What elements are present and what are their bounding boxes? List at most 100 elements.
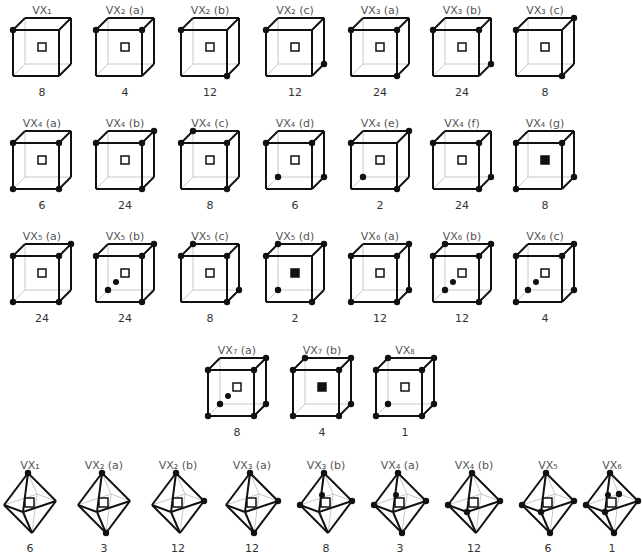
vertex-dot [201, 498, 207, 504]
cube-edge [181, 255, 227, 257]
cube-edge [338, 370, 340, 416]
vertex-dot [431, 355, 437, 361]
hidden-edge [278, 64, 324, 65]
configuration-name: VX₅ (a) [23, 230, 61, 243]
multiplicity-number: 24 [118, 199, 132, 212]
hidden-edge [181, 290, 193, 302]
cube-edge [396, 143, 398, 189]
vertex-dot [394, 253, 400, 259]
octahedron-edge [300, 505, 328, 533]
cube-edge [95, 143, 97, 189]
interior-dot [113, 279, 119, 285]
cube-edge [59, 64, 71, 76]
center-marker [38, 156, 46, 164]
multiplicity-number: 3 [101, 542, 108, 555]
vertex-dot [251, 367, 257, 373]
hidden-edge [193, 131, 194, 177]
cube-edge [278, 130, 324, 132]
vertex-dot [224, 299, 230, 305]
cube-edge [516, 255, 562, 257]
cube-edge [388, 357, 434, 359]
octahedron-edge [605, 512, 614, 533]
multiplicity-number: 8 [323, 542, 330, 555]
cube-edge [265, 143, 267, 189]
cube-edge [311, 30, 313, 76]
cube-edge [516, 142, 562, 144]
cube-edge [153, 244, 155, 290]
hidden-edge [220, 404, 266, 405]
hidden-edge [108, 131, 109, 177]
hidden-edge [363, 131, 364, 177]
cube-edge [266, 75, 312, 77]
vertex-dot [151, 241, 157, 247]
cube-edge [278, 243, 324, 245]
hidden-edge [305, 358, 306, 404]
cube-edge [266, 188, 312, 190]
hidden-edge [528, 64, 574, 65]
cube-edge [516, 29, 562, 31]
cube-edge [181, 142, 227, 144]
cube-edge [396, 256, 398, 302]
cube-edge [253, 370, 255, 416]
cube-edge [516, 301, 562, 303]
cube-edge [226, 143, 228, 189]
cube-edge [12, 30, 14, 76]
hidden-edge [220, 358, 221, 404]
vertex-dot [139, 299, 145, 305]
cube-edge [266, 142, 312, 144]
vertex-dot [251, 413, 257, 419]
configuration-name: VX₂ (a) [85, 459, 123, 472]
vertex-dot [488, 61, 494, 67]
cube-edge [396, 30, 398, 76]
cube-edge [265, 256, 267, 302]
configuration-name: VX₃ (c) [526, 4, 564, 17]
vertex-dot [348, 299, 354, 305]
center-marker [291, 156, 299, 164]
multiplicity-number: 1 [402, 426, 409, 439]
octahedron-edge [4, 505, 32, 533]
multiplicity-number: 2 [292, 312, 299, 325]
configuration-name: VX₇ (b) [303, 344, 342, 357]
vertex-dot [476, 253, 482, 259]
hidden-edge [96, 177, 108, 189]
vertex-dot [297, 502, 303, 508]
cube-edge [141, 256, 143, 302]
cube-edge [408, 18, 410, 64]
multiplicity-number: 12 [467, 542, 481, 555]
cube-edge [376, 415, 422, 417]
hidden-edge [108, 290, 154, 291]
interior-dot [319, 492, 325, 498]
vertex-dot [559, 73, 565, 79]
center-marker [38, 269, 46, 277]
hidden-edge [363, 290, 409, 291]
cube-edge [293, 415, 339, 417]
multiplicity-number: 8 [207, 312, 214, 325]
vertex-dot [336, 367, 342, 373]
configuration-name: VX₇ (a) [218, 344, 256, 357]
cube-edge [95, 30, 97, 76]
cube-edge [96, 142, 142, 144]
cube-edge [142, 64, 154, 76]
cube-edge [96, 29, 142, 31]
configuration-name: VX₅ (c) [191, 230, 229, 243]
cube-edge [95, 256, 97, 302]
vertex-dot [224, 140, 230, 146]
hidden-edge [388, 358, 389, 404]
cube-edge [153, 131, 155, 177]
cube-edge [13, 301, 59, 303]
cube-edge [266, 29, 312, 31]
multiplicity-number: 3 [397, 542, 404, 555]
center-marker [25, 498, 34, 507]
multiplicity-number: 24 [455, 86, 469, 99]
hidden-edge [445, 18, 446, 64]
vertex-dot [442, 287, 448, 293]
configuration-name: VX₅ (b) [106, 230, 145, 243]
cube-edge [265, 358, 267, 404]
configuration-name: VX₁ [32, 4, 51, 17]
vertex-dot [571, 287, 577, 293]
vertex-dot [93, 140, 99, 146]
hidden-edge [25, 18, 26, 64]
configuration-name: VX₄ (c) [191, 117, 229, 130]
center-marker [206, 43, 214, 51]
cube-edge [108, 243, 154, 245]
